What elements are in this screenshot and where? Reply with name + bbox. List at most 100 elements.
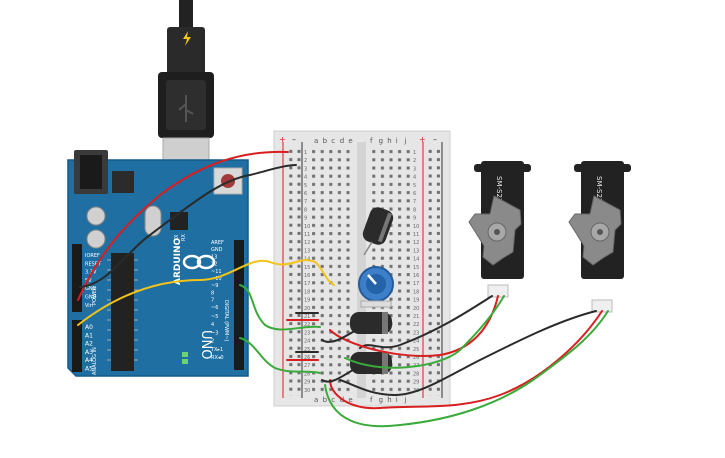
right-power-rail[interactable] <box>425 146 441 396</box>
power-pin-label: 5V <box>85 278 92 284</box>
row-number-left: 18 <box>304 289 310 295</box>
row-number-left: 21 <box>304 314 310 320</box>
column-label-top: f <box>370 137 373 145</box>
row-number-left: 28 <box>304 371 310 377</box>
analog-pin-label: A4 <box>85 357 93 364</box>
row-number-left: 6 <box>304 191 307 197</box>
wire-cap-black-2[interactable] <box>321 367 357 383</box>
wire-5v-red[interactable] <box>77 150 289 301</box>
voltage-regulator <box>112 171 134 193</box>
arduino-uno-board[interactable]: ARDUINO UNO TX RX POWER ANALOG IN DIGITA… <box>67 150 249 377</box>
row-number-left: 3 <box>304 166 307 172</box>
row-number-left: 20 <box>304 306 310 312</box>
wire-servo2-red[interactable] <box>329 310 603 410</box>
column-label-top: h <box>387 137 391 145</box>
row-number-left: 4 <box>304 175 307 181</box>
row-number-right: 15 <box>413 265 419 271</box>
electrolytic-capacitor-upper[interactable] <box>350 312 392 334</box>
electrolytic-capacitor-lower[interactable] <box>350 352 392 374</box>
row-number-left: 24 <box>304 339 310 345</box>
column-label-bottom: g <box>379 396 383 404</box>
digital-header-upper <box>234 240 244 312</box>
digital-pin-label: AREF <box>211 240 224 246</box>
analog-pin-label: A3 <box>85 349 93 356</box>
capacitor-top <box>86 206 106 226</box>
column-label-bottom: i <box>396 396 398 404</box>
capacitor-bottom <box>86 229 106 249</box>
row-number-left: 9 <box>304 216 307 222</box>
usb-cable[interactable] <box>158 0 214 173</box>
row-number-right: 7 <box>413 199 416 205</box>
wire-servo2-green[interactable] <box>324 310 609 428</box>
analog-pin-label: A5 <box>85 366 93 373</box>
row-number-right: 25 <box>413 347 419 353</box>
rail-plus-top-right: + <box>419 135 426 144</box>
wires[interactable] <box>77 150 609 428</box>
arduino-logo <box>182 254 216 270</box>
digital-pin-label: 7 <box>211 298 214 304</box>
servo-motor-2[interactable]: SM-S2309S <box>568 161 631 313</box>
wire-pin6-green[interactable] <box>239 337 321 374</box>
electrolytic-capacitor-small[interactable] <box>361 205 396 256</box>
row-number-right: 24 <box>413 339 419 345</box>
on-led <box>182 352 188 357</box>
row-number-left: 27 <box>304 363 310 369</box>
wire-servo1-black[interactable] <box>359 295 493 349</box>
column-label-top: c <box>331 137 335 145</box>
row-number-left: 19 <box>304 298 310 304</box>
column-label-top: i <box>396 137 398 145</box>
power-section-label: POWER <box>92 286 98 305</box>
digital-pin-label: ~11 <box>211 269 222 275</box>
digital-section-label: DIGITAL (PWM~) <box>223 300 229 342</box>
analog-section-label: ANALOG IN <box>92 347 98 375</box>
column-label-bottom: a <box>314 396 318 404</box>
arduino-model-text: UNO <box>198 330 213 359</box>
analog-pin-label: A2 <box>85 341 93 348</box>
row-number-left: 2 <box>304 158 307 164</box>
power-pin-label: RESET <box>85 261 102 267</box>
digital-pin-label: ~9 <box>211 283 218 289</box>
wire-pin9-green[interactable] <box>239 284 321 331</box>
reset-button[interactable] <box>213 167 243 195</box>
digital-header-lower <box>234 308 244 370</box>
rail-minus-top-right: – <box>433 135 437 144</box>
power-pin-label: Vin <box>85 303 93 309</box>
row-number-right: 22 <box>413 322 419 328</box>
power-pin-label: GND <box>85 295 97 301</box>
wire-servo1-red[interactable] <box>329 295 499 357</box>
wire-servo2-black[interactable] <box>339 310 597 397</box>
usb-chip <box>170 212 188 230</box>
row-number-right: 5 <box>413 183 416 189</box>
digital-pin-label: 4 <box>211 322 214 328</box>
row-number-left: 13 <box>304 248 310 254</box>
wire-gnd-black[interactable] <box>79 164 297 288</box>
servo-1-label: SM-S2309S <box>495 176 503 216</box>
wire-servo1-green[interactable] <box>344 295 505 369</box>
terminal-strip-left[interactable] <box>312 148 355 394</box>
servo-2-label: SM-S2309S <box>595 176 603 216</box>
column-label-top: e <box>348 137 352 145</box>
row-number-right: 19 <box>413 298 419 304</box>
rail-plus-top-left: + <box>279 135 286 144</box>
row-number-left: 30 <box>304 388 310 394</box>
row-number-right: 9 <box>413 216 416 222</box>
row-number-right: 13 <box>413 248 419 254</box>
digital-pin-label: 8 <box>211 290 214 296</box>
wire-cap-black-1[interactable] <box>321 329 357 343</box>
row-number-right: 1 <box>413 150 416 156</box>
servo-motor-1[interactable]: SM-S2309S <box>468 161 531 298</box>
potentiometer[interactable] <box>358 266 394 308</box>
wire-signal-yellow[interactable] <box>77 259 335 326</box>
row-number-right: 8 <box>413 207 416 213</box>
column-label-top: d <box>340 137 344 145</box>
row-number-right: 20 <box>413 306 419 312</box>
row-number-left: 5 <box>304 183 307 189</box>
digital-pin-label: ~10 <box>211 276 222 282</box>
row-number-right: 11 <box>413 232 419 238</box>
row-number-left: 17 <box>304 281 310 287</box>
column-label-bottom: e <box>348 396 352 404</box>
left-power-rail[interactable] <box>285 146 301 396</box>
arduino-brand-text: ARDUINO <box>173 237 183 285</box>
